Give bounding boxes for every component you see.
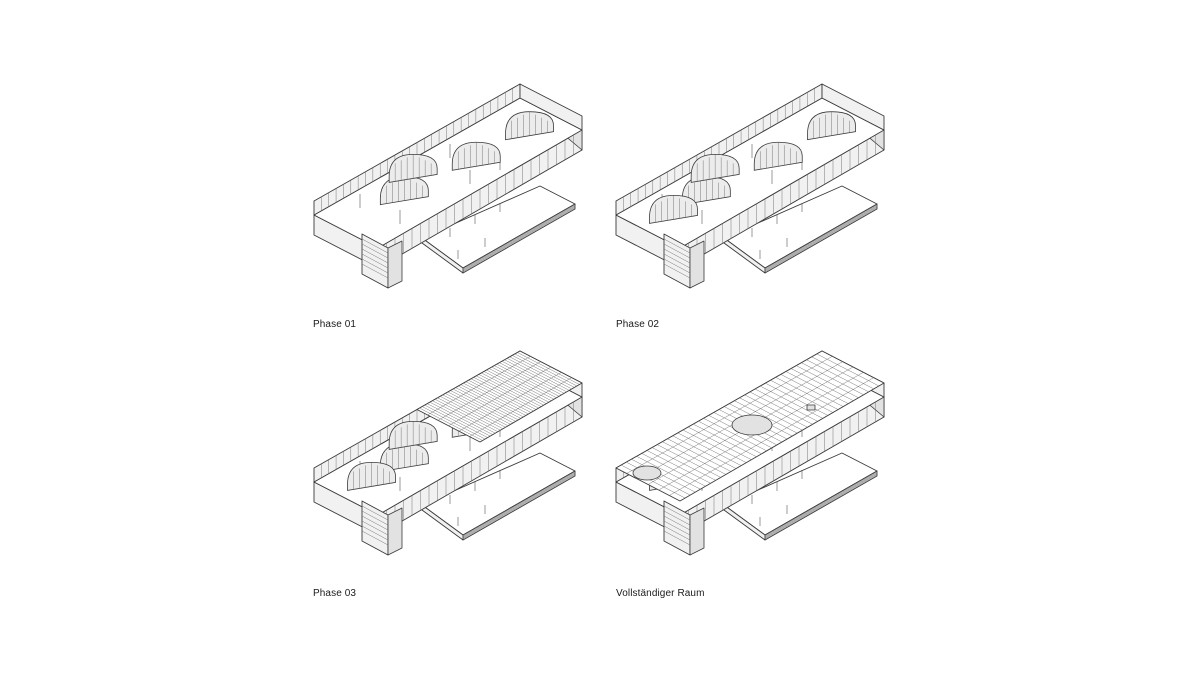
vault-shell xyxy=(388,153,438,183)
slab-step-line xyxy=(764,204,878,270)
stair-step xyxy=(663,263,691,279)
vault-shell xyxy=(451,141,501,171)
stair-step xyxy=(663,243,691,259)
stair-step xyxy=(663,525,691,541)
vault-shell xyxy=(379,443,429,473)
slab-step-line xyxy=(764,208,878,273)
stair-step xyxy=(663,238,691,254)
stair-step xyxy=(663,258,691,274)
slab-step-line xyxy=(764,474,878,539)
building-right-back-wall xyxy=(519,83,583,131)
vault-shell xyxy=(505,111,554,141)
roof-purlin-line xyxy=(626,356,833,474)
roof-planking xyxy=(615,350,885,502)
stair-step xyxy=(663,510,691,526)
caption-complete-space: Vollständiger Raum xyxy=(616,588,705,599)
roof-skylight xyxy=(806,404,816,411)
stair-step xyxy=(361,525,389,541)
slab-step-line xyxy=(462,475,576,540)
stair-step xyxy=(361,258,389,274)
roof-purlin-line xyxy=(669,377,874,496)
stair-step xyxy=(361,515,389,531)
slab-step-line xyxy=(462,206,576,271)
stair-step xyxy=(663,248,691,264)
slab-step-line xyxy=(462,207,576,272)
vault-shell xyxy=(388,420,438,450)
roof-purlin-line xyxy=(458,372,562,432)
slab-step-line xyxy=(462,474,576,539)
isometric-building-drawing xyxy=(615,350,885,556)
stair-step xyxy=(361,530,389,546)
slab-step-line xyxy=(764,206,878,271)
vault-shell xyxy=(753,141,803,171)
vault-shell xyxy=(649,195,698,224)
roof-purlin-line xyxy=(437,361,541,421)
slab-step-line xyxy=(764,207,878,272)
diagram-panel-phase-03 xyxy=(300,350,600,570)
diagram-panel-phase-01 xyxy=(300,83,600,303)
vault-shell xyxy=(690,153,740,183)
slab-step-line xyxy=(462,205,576,270)
roof-purlin-line xyxy=(427,356,531,416)
stair-step xyxy=(361,520,389,536)
slab-step-line xyxy=(764,473,878,538)
stair-step xyxy=(663,505,691,521)
vault-shell xyxy=(807,111,856,141)
slab-step-line xyxy=(764,471,878,537)
stair-step xyxy=(361,243,389,259)
slab-step-line xyxy=(764,475,878,540)
caption-phase-02: Phase 02 xyxy=(616,319,660,330)
vault-shell xyxy=(347,462,396,491)
roof-purlin-line xyxy=(448,366,552,426)
slab-step-line xyxy=(462,208,576,273)
stair-step xyxy=(663,530,691,546)
roof-opening xyxy=(632,465,662,481)
stair-step xyxy=(663,520,691,536)
diagram-panel-complete-space xyxy=(602,350,902,570)
slab-step-line xyxy=(462,471,576,537)
stair-step xyxy=(361,263,389,279)
slab-step-line xyxy=(764,472,878,537)
stair-tower-side xyxy=(387,507,403,556)
stair-step xyxy=(361,505,389,521)
slab-step-line xyxy=(462,472,576,537)
stair-step xyxy=(361,248,389,264)
caption-phase-01: Phase 01 xyxy=(313,319,357,330)
stair-step xyxy=(361,238,389,254)
slab-step-line xyxy=(462,204,576,270)
stair-step xyxy=(663,253,691,269)
stair-tower-side xyxy=(689,240,705,289)
stair-step xyxy=(361,510,389,526)
isometric-building-drawing xyxy=(615,83,885,289)
roof-opening xyxy=(731,414,773,436)
isometric-building-drawing xyxy=(313,83,583,289)
isometric-building-drawing xyxy=(313,350,583,556)
caption-phase-03: Phase 03 xyxy=(313,588,357,599)
slab-step-line xyxy=(462,473,576,538)
slab-step-line xyxy=(764,205,878,270)
stair-tower-side xyxy=(689,507,705,556)
building-right-back-wall xyxy=(821,83,885,131)
diagram-panel-phase-02 xyxy=(602,83,902,303)
roof-purlin-line xyxy=(469,377,572,437)
stair-step xyxy=(361,253,389,269)
roof-planking xyxy=(416,350,583,443)
stair-tower-side xyxy=(387,240,403,289)
stair-step xyxy=(663,515,691,531)
